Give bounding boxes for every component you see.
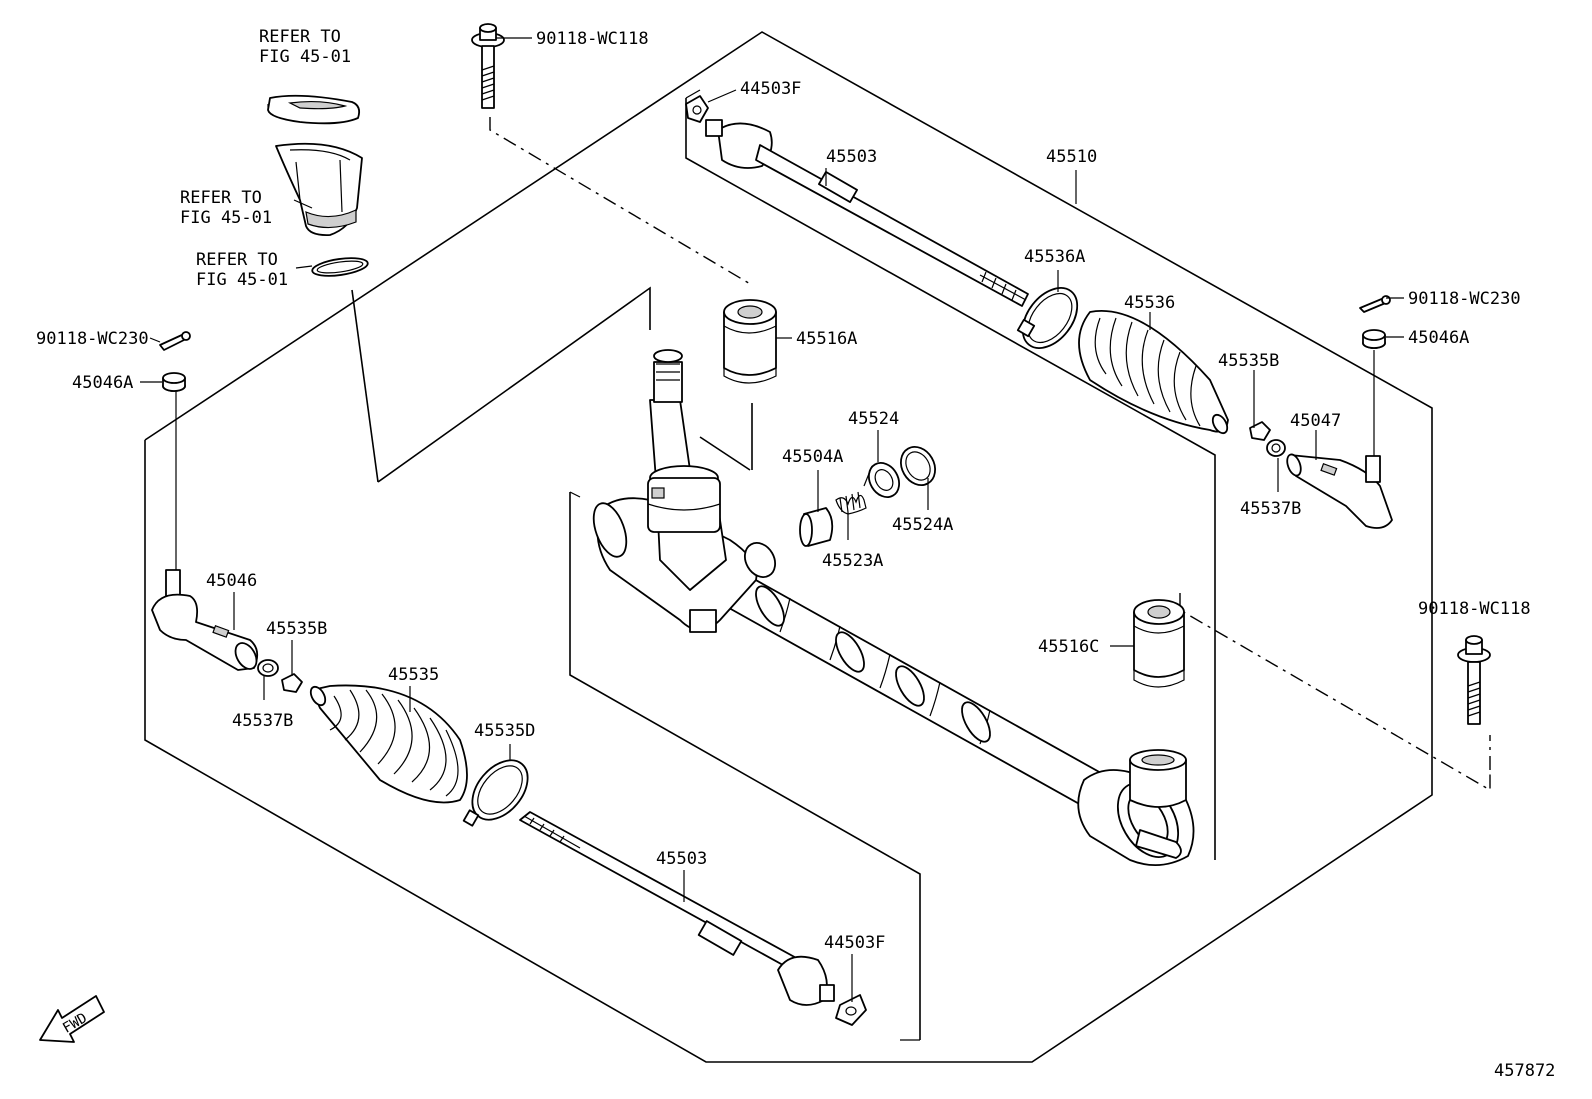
clamp-left-icon <box>462 759 529 827</box>
tie-rod-end-left-icon <box>151 569 259 671</box>
bolt-top-icon <box>471 23 505 109</box>
lock-left-icon <box>281 673 303 693</box>
label-washer-left: 44503F <box>824 933 885 953</box>
label-rack-assy: 45510 <box>1046 147 1097 167</box>
cotter-pin-left-icon <box>159 331 191 351</box>
label-pin-left: 90118-WC230 <box>36 329 149 349</box>
label-washer-right: 44503F <box>740 79 801 99</box>
tie-rod-right-icon <box>705 119 1029 307</box>
assembly-frame <box>144 31 1433 1063</box>
label-nut-left: 45046A <box>72 373 133 393</box>
refer-label-2-line2: FIG 45-01 <box>180 208 272 228</box>
label-pin-right: 90118-WC230 <box>1408 289 1521 309</box>
label-rod-left: 45503 <box>656 849 707 869</box>
clamp-right-icon <box>1016 287 1079 349</box>
label-clamp-right: 45536A <box>1024 247 1085 267</box>
nut-right-icon <box>1362 329 1386 349</box>
label-mount-c: 45516C <box>1038 637 1099 657</box>
label-tie-end-left: 45046 <box>206 571 257 591</box>
bush-left-icon <box>257 659 279 677</box>
washer-left-icon <box>835 994 867 1026</box>
label-cap: 45524 <box>848 409 899 429</box>
leader-lines <box>140 37 1404 1002</box>
mount-bush-a-icon <box>723 299 777 384</box>
label-mount-a: 45516A <box>796 329 857 349</box>
fwd-arrow-icon: FWD <box>39 995 105 1043</box>
label-tie-end-right: 45047 <box>1290 411 1341 431</box>
refer-label-1-line2: FIG 45-01 <box>259 47 351 67</box>
label-boot-right: 45536 <box>1124 293 1175 313</box>
part-labels: REFER TO FIG 45-01 REFER TO FIG 45-01 RE… <box>36 27 1531 953</box>
refer-label-3-line2: FIG 45-01 <box>196 270 288 290</box>
boot-left-icon <box>309 684 468 804</box>
label-clamp-left: 45535D <box>474 721 535 741</box>
label-lock-left: 45535B <box>266 619 327 639</box>
boot-right-icon <box>1078 310 1229 435</box>
oring-icon <box>900 446 936 486</box>
label-guide: 45504A <box>782 447 843 467</box>
rack-housing-icon <box>592 349 1195 866</box>
refer-label-3-line1: REFER TO <box>196 250 278 270</box>
label-boot-left: 45535 <box>388 665 439 685</box>
adjust-cap-icon <box>863 462 900 498</box>
bolt-right-icon <box>1457 635 1491 725</box>
tie-rod-left-icon <box>519 811 835 1006</box>
cotter-pin-right-icon <box>1359 295 1391 313</box>
label-bolt-right: 90118-WC118 <box>1418 599 1531 619</box>
label-bush-left: 45537B <box>232 711 293 731</box>
label-rod-right: 45503 <box>826 147 877 167</box>
label-oring: 45524A <box>892 515 953 535</box>
refer-label-1-line1: REFER TO <box>259 27 341 47</box>
mount-cover-group <box>267 94 369 277</box>
label-bolt-top: 90118-WC118 <box>536 29 649 49</box>
lock-right-icon <box>1249 421 1271 441</box>
refer-label-2-line1: REFER TO <box>180 188 262 208</box>
label-lock-right: 45535B <box>1218 351 1279 371</box>
label-bush-right: 45537B <box>1240 499 1301 519</box>
spring-icon <box>835 491 867 515</box>
rack-guide-icon <box>799 507 834 547</box>
label-nut-right: 45046A <box>1408 328 1469 348</box>
diagram-id: 457872 <box>1494 1061 1555 1081</box>
alignment-lines <box>489 117 1491 792</box>
mount-bush-c-icon <box>1133 599 1185 688</box>
bush-right-icon <box>1266 439 1286 457</box>
nut-left-icon <box>162 372 186 392</box>
label-spring: 45523A <box>822 551 883 571</box>
tie-rod-end-right-icon <box>1286 453 1393 529</box>
washer-right-icon <box>685 95 709 123</box>
